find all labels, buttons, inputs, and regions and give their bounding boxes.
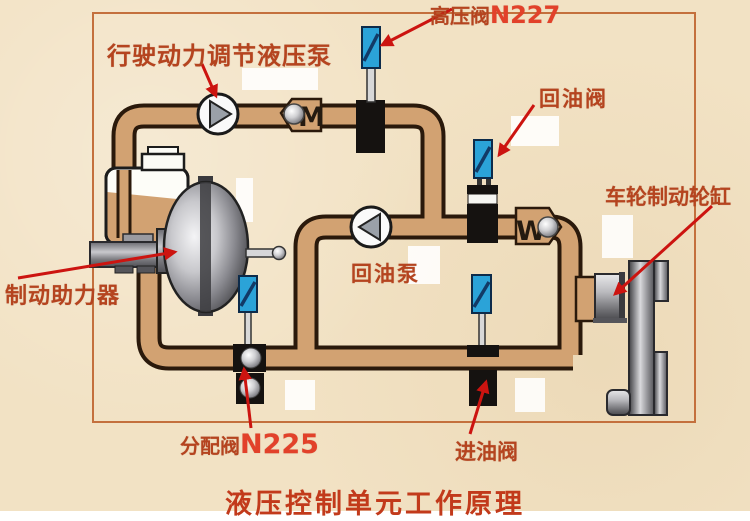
label-wheel-cylinder: 车轮制动轮缸 xyxy=(605,185,731,209)
arrow-wheel-cylinder xyxy=(613,204,714,296)
arrow-high-pressure-valve xyxy=(379,7,453,47)
booster-rod-tip xyxy=(271,245,287,261)
arrow-drive-pump xyxy=(200,63,218,99)
pipes-fill xyxy=(115,107,579,367)
return-valve-assembly xyxy=(467,139,498,243)
label-cn: 分配阀 xyxy=(180,434,240,458)
arrow-distribution-valve xyxy=(238,366,253,429)
label-code: N227 xyxy=(490,1,561,29)
label-code: N225 xyxy=(240,429,319,460)
whiteout-patch xyxy=(511,116,559,146)
whiteout-patch xyxy=(602,215,633,258)
high-pressure-valve-assembly xyxy=(356,26,385,153)
label-return-valve: 回油阀 xyxy=(539,87,608,111)
label-drive-pump: 行驶动力调节液压泵 xyxy=(107,42,332,70)
brake-booster xyxy=(156,176,287,316)
whiteout-patch xyxy=(285,380,315,410)
solenoid-body xyxy=(356,100,385,153)
label-return-pump: 回油泵 xyxy=(351,262,420,286)
arrow-return-valve xyxy=(497,104,536,158)
brake-disc xyxy=(628,260,655,416)
diagram-frame xyxy=(92,12,696,423)
inlet-valve-assembly xyxy=(467,274,499,406)
check-valve-m: M xyxy=(279,97,325,133)
wheel-brake-assembly xyxy=(574,260,669,416)
whiteout-patch xyxy=(515,378,545,412)
check-valve-w: W xyxy=(514,206,563,247)
label-brake-booster: 制动助力器 xyxy=(5,284,121,309)
arrow-inlet-valve xyxy=(468,379,490,435)
reservoir-cap xyxy=(140,152,186,172)
label-cn: 高压阀 xyxy=(430,4,490,28)
arrow-brake-booster xyxy=(17,247,178,280)
label-inlet-valve: 进油阀 xyxy=(455,440,518,464)
drive-pump-symbol xyxy=(196,92,240,136)
return-pump-symbol xyxy=(349,205,393,249)
label-high-pressure-valve: 高压阀N227 xyxy=(430,0,560,29)
whiteout-patch xyxy=(242,68,318,90)
whiteout-patch xyxy=(408,246,440,284)
diagram-title: 液压控制单元工作原理 xyxy=(225,489,525,520)
label-distribution-valve: 分配阀N225 xyxy=(180,429,319,460)
